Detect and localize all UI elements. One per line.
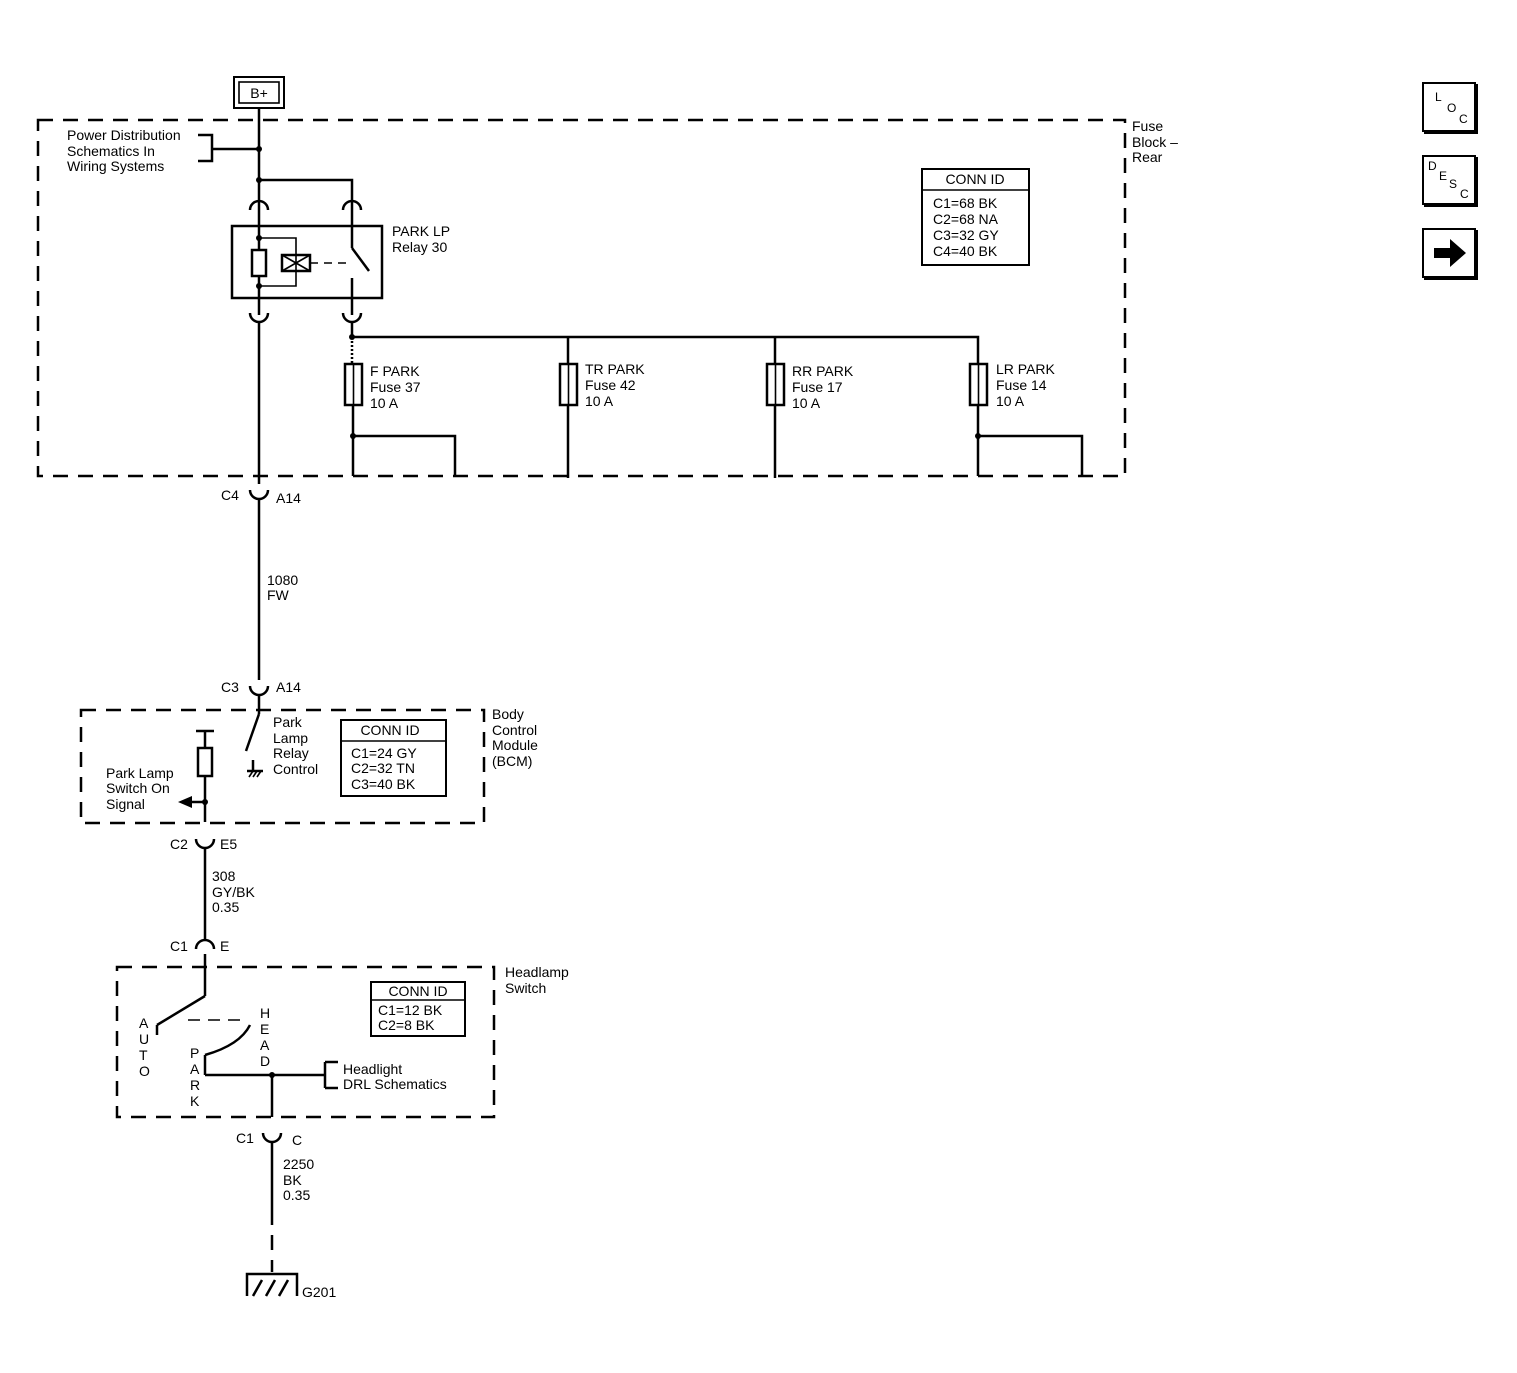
svg-text:CONN ID: CONN ID [388, 983, 447, 999]
svg-text:A14: A14 [276, 679, 301, 695]
b-plus-label: B+ [250, 85, 268, 101]
svg-text:C3: C3 [221, 679, 239, 695]
main-feed-wire [256, 108, 354, 200]
wire-308-label: 308 GY/BK 0.35 [212, 868, 259, 915]
bcm-outline [79, 708, 486, 825]
park-head-contact [204, 1024, 252, 1057]
bcm-title: Body Control Module (BCM) [492, 706, 542, 769]
switch-wiper [156, 994, 206, 1027]
fuse-bus [349, 322, 980, 364]
desc-letter-d: D [1428, 159, 1437, 173]
wire-2250-label: 2250 BK 0.35 [283, 1156, 318, 1203]
svg-text:C: C [292, 1132, 302, 1148]
power-distribution-reference: Power Distribution Schematics In Wiring … [67, 127, 185, 174]
location-button[interactable]: L O C [1422, 82, 1476, 132]
loc-letter-c: C [1459, 112, 1468, 126]
connector-c3-a14: C3 A14 [221, 679, 301, 714]
relay-switch-contact [350, 247, 371, 272]
svg-text:CONN ID: CONN ID [360, 722, 419, 738]
svg-text:A14: A14 [276, 490, 301, 506]
ground-g201-icon: G201 [245, 1272, 336, 1300]
desc-letter-e: E [1439, 169, 1448, 183]
svg-text:C4: C4 [221, 487, 239, 503]
next-page-button[interactable] [1422, 228, 1476, 278]
connector-c1-e: C1 E [170, 938, 229, 996]
switch-signal-input [178, 729, 214, 822]
loc-letter-o: O [1447, 101, 1457, 115]
headlamp-switch-contacts [155, 994, 338, 1117]
fuse-block-title: Fuse Block – Rear [1132, 118, 1182, 165]
connector-c2-e5: C2 E5 [170, 836, 237, 940]
auto-position-label: A U T O [139, 1015, 153, 1079]
relay-control-label: Park Lamp Relay Control [273, 714, 318, 777]
power-ref-bracket [198, 133, 259, 163]
relay-coil-resistor [250, 248, 268, 278]
description-button[interactable]: D E S C [1422, 155, 1476, 205]
wire-1080-label: 1080 FW [267, 572, 302, 603]
switch-signal-label: Park Lamp Switch On Signal [106, 765, 178, 812]
loc-letter-l: L [1435, 90, 1442, 104]
connector-c4-a14: C4 A14 [221, 487, 301, 680]
desc-letter-s: S [1449, 177, 1458, 191]
relay-control-switch [244, 713, 263, 778]
signal-arrow-icon [178, 796, 192, 808]
connector-c1-c: C1 C [236, 1130, 302, 1272]
headlamp-switch-title: Headlamp Switch [505, 964, 573, 996]
right-arrow-icon [1434, 239, 1466, 267]
svg-text:E: E [220, 938, 229, 954]
headlamp-switch-outline [115, 965, 496, 1119]
battery-positive-source: B+ [233, 76, 285, 109]
park-position-label: P A R K [190, 1045, 204, 1109]
head-position-label: H E A D [260, 1005, 274, 1069]
ground-label: G201 [302, 1284, 336, 1300]
svg-text:CONN ID: CONN ID [945, 171, 1004, 187]
svg-text:C1: C1 [170, 938, 188, 954]
drl-schematics-reference: Headlight DRL Schematics [343, 1061, 447, 1092]
svg-text:E5: E5 [220, 836, 237, 852]
relay-label: PARK LP Relay 30 [392, 223, 454, 255]
svg-text:C1: C1 [236, 1130, 254, 1146]
park-lamp-relay [230, 224, 384, 315]
svg-text:C2: C2 [170, 836, 188, 852]
desc-letter-c: C [1460, 187, 1469, 201]
fuse-block-rear-outline [36, 118, 1127, 478]
